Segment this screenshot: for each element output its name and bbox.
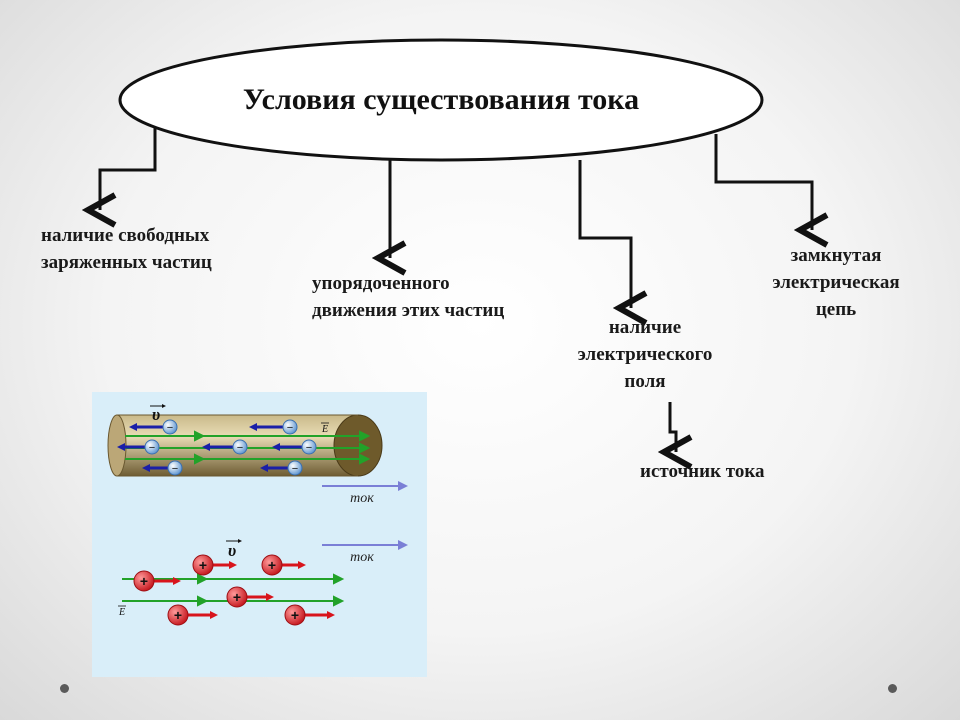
- condition-line: наличие: [608, 317, 682, 338]
- condition-line: движения этих частиц: [312, 300, 505, 321]
- electron: −: [142, 460, 183, 476]
- svg-text:−: −: [237, 442, 243, 454]
- field-symbol-top: E: [321, 422, 329, 435]
- electron: −: [272, 439, 317, 455]
- electrons: − − − −: [117, 419, 317, 476]
- svg-text:υ: υ: [228, 541, 236, 560]
- svg-text:−: −: [149, 442, 155, 454]
- electron: −: [260, 460, 303, 476]
- svg-text:ток: ток: [350, 491, 374, 506]
- proton: +: [284, 604, 335, 626]
- electron: −: [249, 419, 298, 435]
- field-symbol-bottom: E: [118, 605, 126, 618]
- condition-closed-circuit: замкнутая электрическая цепь: [745, 242, 927, 323]
- diagram-title: Условия существования тока: [242, 83, 640, 116]
- condition-line: упорядоченного: [312, 273, 450, 294]
- svg-text:−: −: [167, 422, 173, 434]
- svg-text:ток: ток: [350, 550, 374, 565]
- proton: +: [226, 586, 274, 608]
- velocity-symbol-top: υ: [150, 404, 166, 424]
- electron: −: [129, 419, 178, 435]
- connectors: [100, 128, 812, 452]
- sub-condition-current-source: источник тока: [640, 458, 765, 485]
- svg-text:+: +: [233, 589, 241, 605]
- svg-text:−: −: [172, 463, 178, 475]
- condition-line: поля: [624, 371, 666, 392]
- condition-free-charges: наличие свободных заряженных частиц: [41, 222, 212, 276]
- protons: + + + +: [133, 554, 335, 626]
- connector-electric-field: [578, 160, 631, 308]
- condition-line: электрическая: [772, 272, 900, 293]
- svg-text:+: +: [140, 573, 148, 589]
- condition-line: замкнутая: [790, 245, 882, 266]
- condition-line: заряженных частиц: [41, 252, 212, 273]
- svg-text:+: +: [174, 607, 182, 623]
- svg-text:−: −: [306, 442, 312, 454]
- svg-text:E: E: [321, 424, 328, 435]
- current-arrow-bottom: ток: [322, 540, 408, 565]
- condition-line: электрического: [577, 344, 713, 365]
- electron: −: [202, 439, 248, 455]
- current-arrow-top: ток: [322, 481, 408, 506]
- condition-line: наличие свободных: [41, 225, 210, 246]
- connector-free-charges: [100, 128, 157, 210]
- illustration-panel: − − − −: [92, 392, 427, 677]
- slide-decoration-dot-left: [60, 684, 69, 693]
- condition-ordered-motion: упорядоченного движения этих частиц: [312, 270, 504, 324]
- proton: +: [192, 554, 237, 576]
- connector-current-source: [670, 402, 676, 452]
- proton: +: [261, 554, 306, 576]
- proton: +: [167, 604, 218, 626]
- svg-text:+: +: [268, 557, 276, 573]
- condition-line: цепь: [815, 299, 857, 320]
- electron: −: [117, 439, 160, 455]
- title-ellipse: [118, 38, 764, 162]
- svg-text:−: −: [292, 463, 298, 475]
- slide-decoration-dot-right: [888, 684, 897, 693]
- conductor-field-lines: [125, 430, 371, 465]
- svg-text:+: +: [291, 607, 299, 623]
- sub-condition-label: источник тока: [640, 461, 765, 482]
- velocity-symbol-bottom: υ: [226, 539, 242, 560]
- svg-text:υ: υ: [152, 405, 160, 424]
- svg-text:−: −: [287, 422, 293, 434]
- condition-electric-field: наличие электрического поля: [550, 314, 740, 395]
- connector-closed-circuit: [714, 134, 812, 230]
- proton: +: [133, 570, 181, 592]
- svg-text:+: +: [199, 557, 207, 573]
- svg-text:E: E: [118, 607, 125, 618]
